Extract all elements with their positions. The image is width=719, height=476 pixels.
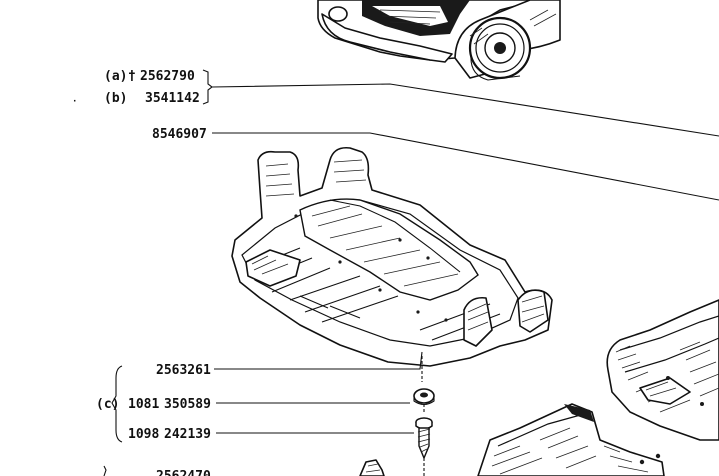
part-number-cut-off: 2562470 <box>156 469 211 476</box>
washer-icon <box>413 356 435 414</box>
bottom-hardware-fragment <box>359 459 385 476</box>
screw-prefix: 1098 <box>128 427 159 442</box>
part-number-3541142: 3541142 <box>145 91 200 106</box>
part-number-242139: 242139 <box>164 427 211 442</box>
dagger-mark: † <box>128 69 136 84</box>
washer-prefix: 1081 <box>128 397 159 412</box>
marker-b: (b) <box>104 91 127 106</box>
lower-panel-illustration <box>477 403 665 476</box>
svg-text:·: · <box>72 97 77 107</box>
leader-floor-panel <box>212 132 719 201</box>
brace-c <box>111 365 123 443</box>
callout-floor-panel: 8546907 <box>152 127 719 201</box>
callout-a-b: (a) † 2562790 (b) 3541142 · <box>72 69 719 137</box>
brace-ab <box>202 69 213 105</box>
car-front-illustration <box>317 0 561 81</box>
part-number-2562790: 2562790 <box>140 69 195 84</box>
marker-a: (a) <box>104 69 127 84</box>
part-number-350589: 350589 <box>164 397 211 412</box>
side-panel-illustration <box>606 299 719 441</box>
part-number-2563261: 2563261 <box>156 363 211 378</box>
part-number-8546907: 8546907 <box>152 127 207 142</box>
self-tapping-screw-icon <box>415 417 433 476</box>
leader-ab <box>211 83 719 137</box>
leader-2563261 <box>214 351 423 370</box>
callout-c: 2563261 (c) 1081 350589 1098 242139 2562… <box>96 351 423 476</box>
floor-pan-illustration <box>231 146 553 367</box>
